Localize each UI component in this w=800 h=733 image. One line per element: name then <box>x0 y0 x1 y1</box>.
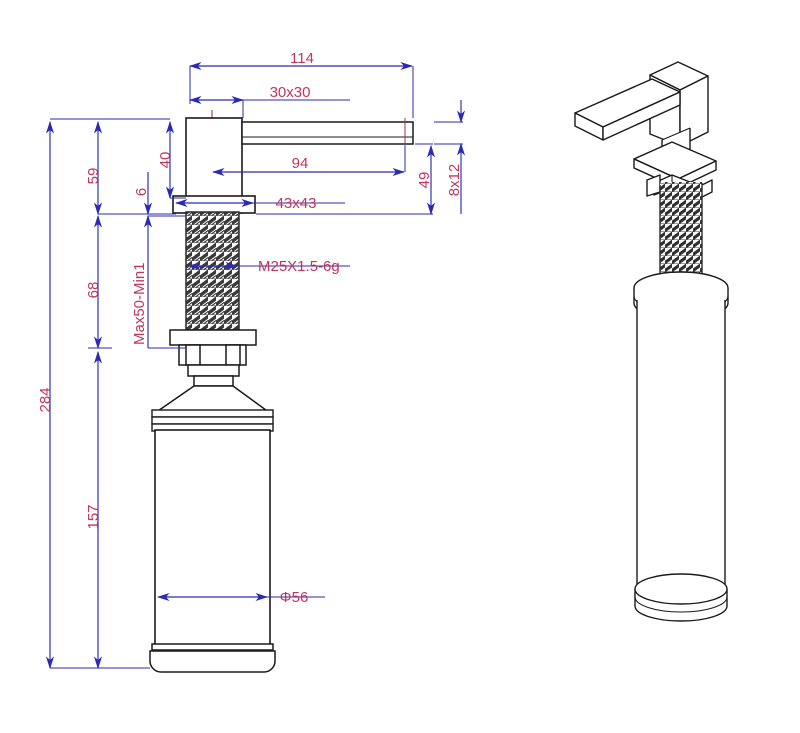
threaded-shank <box>185 211 240 331</box>
dim-head-to-flange <box>93 118 170 216</box>
dimension-labels: 284 59 68 157 40 6 Max50-Min1 114 30x30 … <box>37 50 463 606</box>
iso-spout-arm <box>574 78 681 141</box>
dim-label-spout-section: 8x12 <box>446 164 463 197</box>
dim-label-overall-height: 284 <box>37 387 54 412</box>
dim-label-spout-total-length: 114 <box>290 50 314 67</box>
bottle-base-rim <box>149 643 276 673</box>
pump-head-body <box>185 117 243 202</box>
front-section-view <box>149 110 414 673</box>
spout-arm <box>241 121 414 145</box>
dimension-group-left <box>45 118 186 670</box>
dim-label-bottle-diameter: Φ56 <box>280 589 309 606</box>
dim-label-bottle-height: 157 <box>85 504 102 529</box>
dim-label-head-to-flange: 59 <box>85 168 102 185</box>
dim-label-head-height: 40 <box>157 152 174 169</box>
lock-nut-assembly <box>169 329 257 387</box>
dim-spout-reach <box>211 146 406 177</box>
bottle-body <box>154 429 271 646</box>
dim-label-spout-reach: 94 <box>292 155 309 172</box>
dim-label-head-section: 30x30 <box>270 84 311 101</box>
dim-head-height <box>165 120 186 200</box>
dim-label-flange-thickness: 6 <box>133 188 150 196</box>
iso-head-right-face <box>679 75 709 147</box>
isometric-3d-view <box>574 61 729 622</box>
dim-label-flange-section: 43x43 <box>276 195 317 212</box>
dimension-group-right <box>256 100 466 216</box>
dim-head-section <box>188 95 350 118</box>
dim-spout-to-flange <box>256 143 436 216</box>
bottle-top-rings <box>151 409 274 432</box>
dim-spout-section <box>434 100 466 214</box>
dim-label-thread-length: 68 <box>85 282 102 299</box>
dim-label-mounting-range: Max50-Min1 <box>131 262 148 345</box>
dim-mounting-range <box>143 214 186 349</box>
iso-bottle-body <box>636 300 726 612</box>
dimension-group-top <box>188 61 414 118</box>
dim-flange-thickness <box>143 172 176 216</box>
dimension-group-middle <box>156 146 406 602</box>
dim-label-thread-spec: M25X1.5-6g <box>258 258 340 275</box>
iso-threaded-shaft <box>659 182 703 288</box>
dim-label-spout-to-flange: 49 <box>416 172 433 189</box>
iso-bottle-rim-base <box>634 573 728 622</box>
mounting-flange <box>172 195 256 214</box>
